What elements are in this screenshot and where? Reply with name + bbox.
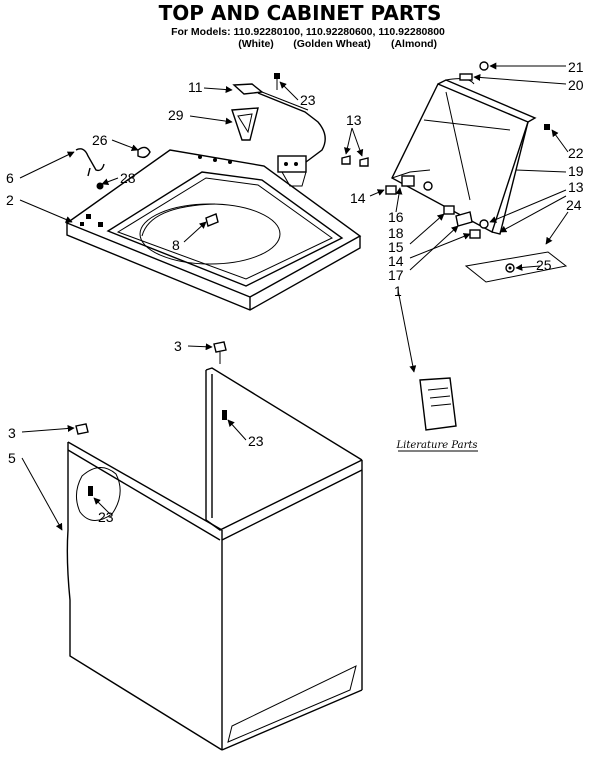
callout-3-top: 3 bbox=[174, 338, 182, 354]
callout-13-right: 13 bbox=[568, 179, 584, 195]
page-title: TOP AND CABINET PARTS bbox=[159, 1, 442, 25]
callout-23-top: 23 bbox=[300, 92, 316, 108]
screw-22 bbox=[544, 124, 550, 130]
screw-23-mid bbox=[222, 410, 227, 420]
callout-17: 17 bbox=[388, 267, 404, 283]
clip-26 bbox=[137, 146, 151, 159]
callout-14-right: 14 bbox=[388, 253, 404, 269]
fastener-3-left bbox=[75, 423, 89, 435]
callout-2: 2 bbox=[6, 192, 14, 208]
color-white: (White) bbox=[238, 38, 274, 50]
callout-1: 1 bbox=[394, 283, 402, 299]
callout-29: 29 bbox=[168, 107, 184, 123]
cabinet-drawing bbox=[66, 367, 363, 751]
callout-20: 20 bbox=[568, 77, 584, 93]
literature-label: Literature Parts bbox=[395, 440, 477, 451]
callout-16: 16 bbox=[388, 209, 404, 225]
literature-booklet bbox=[419, 377, 457, 431]
callout-25: 25 bbox=[536, 257, 552, 273]
lid-drawing bbox=[391, 78, 537, 235]
color-golden-wheat: (Golden Wheat) bbox=[293, 38, 371, 50]
callout-labels: 11 23 29 26 6 28 2 8 13 14 16 18 15 14 1… bbox=[6, 59, 584, 525]
hinge-hardware bbox=[385, 185, 489, 239]
screw-23-top bbox=[274, 73, 280, 90]
bracket-29 bbox=[231, 107, 259, 141]
callout-6: 6 bbox=[6, 170, 14, 186]
fastener-3-top bbox=[213, 341, 227, 364]
screw-20-21 bbox=[459, 61, 489, 81]
plate-24 bbox=[464, 251, 568, 283]
callout-5: 5 bbox=[8, 450, 16, 466]
callout-24: 24 bbox=[566, 197, 582, 213]
color-almond: (Almond) bbox=[391, 38, 437, 50]
callout-15: 15 bbox=[388, 239, 404, 255]
leader-lines bbox=[19, 62, 569, 531]
callout-3-left: 3 bbox=[8, 425, 16, 441]
callout-22: 22 bbox=[568, 145, 584, 161]
callout-11: 11 bbox=[188, 79, 203, 95]
callout-18: 18 bbox=[388, 225, 404, 241]
lid-switch-harness bbox=[232, 83, 326, 187]
callout-19: 19 bbox=[568, 163, 584, 179]
hose-6 bbox=[75, 148, 105, 177]
callout-21: 21 bbox=[568, 59, 584, 75]
screws-13 bbox=[341, 155, 369, 167]
callout-26: 26 bbox=[92, 132, 108, 148]
callout-14-left: 14 bbox=[350, 190, 366, 206]
callout-23-mid: 23 bbox=[248, 433, 264, 449]
callout-13-left: 13 bbox=[346, 112, 362, 128]
top-panel-drawing bbox=[65, 149, 362, 311]
fastener-8 bbox=[205, 213, 219, 227]
models-line: For Models: 110.92280100, 110.92280600, … bbox=[171, 26, 445, 38]
callout-23-cabinet: 23 bbox=[98, 509, 114, 525]
callout-28: 28 bbox=[120, 170, 136, 186]
callout-8: 8 bbox=[172, 237, 180, 253]
